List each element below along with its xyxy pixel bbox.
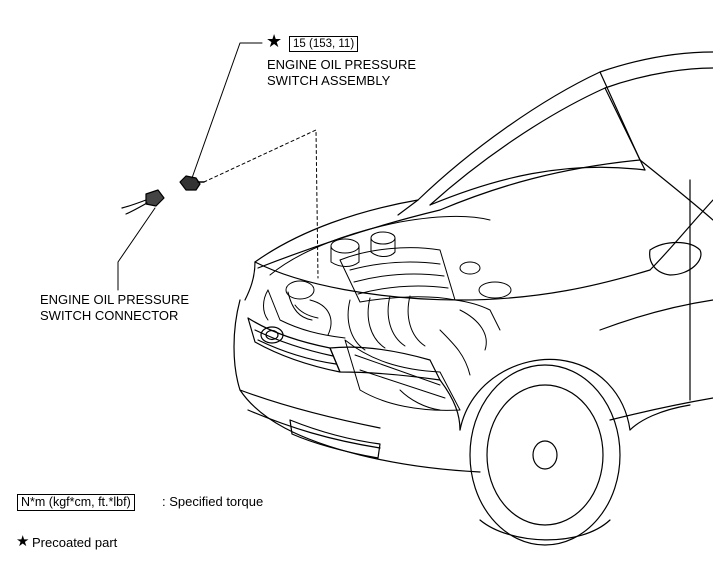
switch-connector-label-line1: ENGINE OIL PRESSURE [40, 292, 190, 307]
legend-torque-desc: : Specified torque [162, 494, 264, 509]
star-icon: ★ [266, 31, 283, 52]
switch-assembly-label-line1: ENGINE OIL PRESSURE [267, 57, 417, 72]
legend-torque-unit-box: N*m (kgf*cm, ft.*lbf) [17, 494, 135, 511]
legend-precoated-desc: Precoated part [32, 535, 118, 550]
torque-spec-box: 15 (153, 11) [289, 36, 359, 52]
oil-pressure-switch-part [179, 175, 205, 191]
engine-compartment [263, 216, 512, 411]
car-body [233, 51, 713, 546]
legend-star-icon: ★ [16, 532, 30, 550]
leader-lines [117, 42, 319, 291]
switch-assembly-label-line2: SWITCH ASSEMBLY [267, 73, 391, 88]
oil-pressure-connector-part [121, 189, 165, 215]
switch-connector-label-line2: SWITCH CONNECTOR [40, 308, 179, 323]
